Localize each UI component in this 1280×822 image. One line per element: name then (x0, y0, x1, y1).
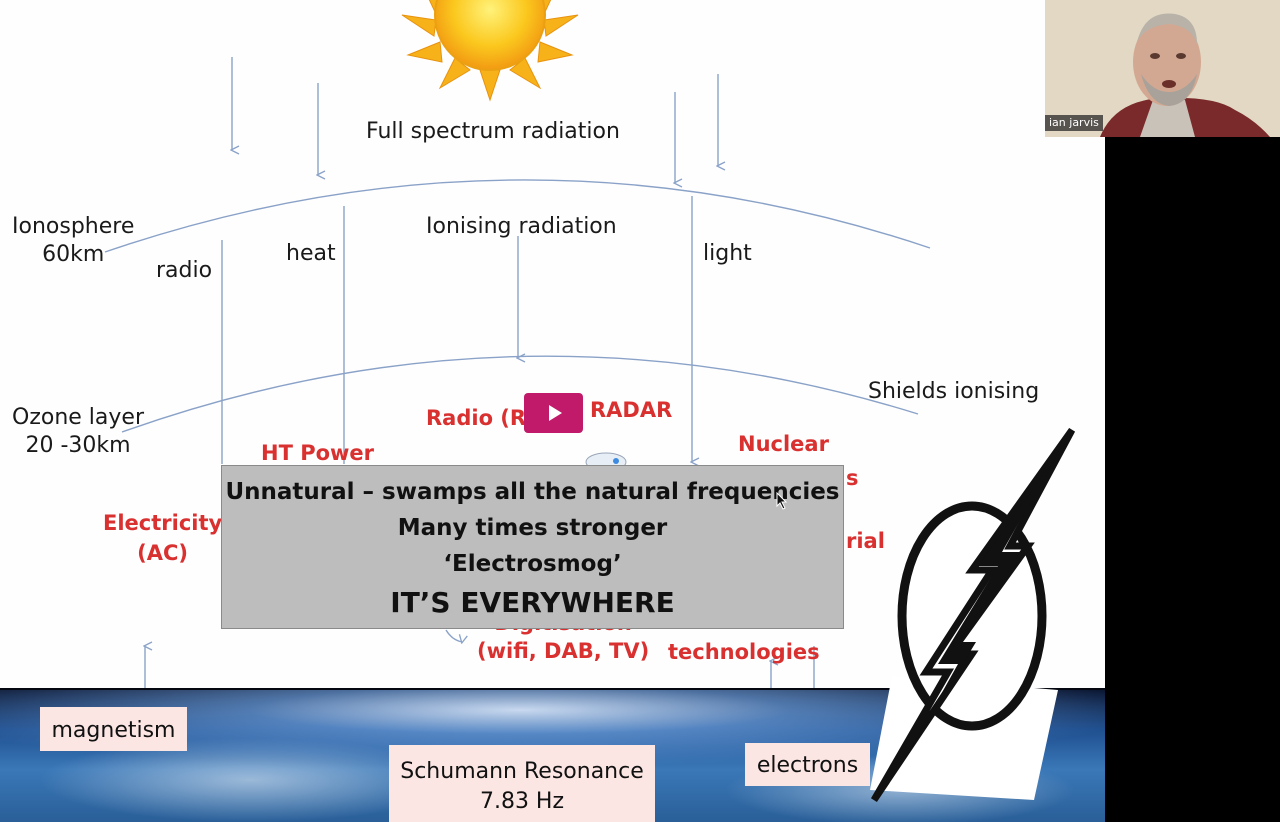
ozone-layer-label-name: Ozone layer (12, 405, 144, 430)
partial-label-s: s (846, 466, 859, 490)
radiation-diagram-lines (104, 57, 931, 700)
partial-label-rial: rial (846, 529, 885, 553)
heat-label: heat (286, 241, 336, 266)
schumann-resonance-label: Schumann Resonance 7.83 Hz (389, 745, 655, 822)
full-spectrum-label: Full spectrum radiation (366, 119, 620, 144)
radar-label: RADAR (590, 398, 673, 422)
radio-label: radio (156, 258, 213, 283)
light-label: light (703, 241, 752, 266)
ionosphere-label-altitude: 60km (42, 242, 105, 267)
ionosphere-label: Ionosphere 60km (12, 213, 134, 269)
lightning-bolt-icon (870, 428, 1076, 802)
overlay-line-stronger: Many times stronger (397, 515, 668, 541)
electricity-label-line2: (AC) (137, 541, 189, 565)
play-icon (549, 405, 562, 421)
overlay-line-everywhere: IT’S EVERYWHERE (390, 586, 675, 619)
digitisation-label-line2: (wifi, DAB, TV) (477, 639, 650, 663)
electricity-label-line1: Electricity (103, 511, 223, 535)
shields-ionising-label: Shields ionising (868, 379, 1040, 404)
sun-icon (401, 0, 579, 102)
magnetism-label: magnetism (40, 707, 187, 751)
ionosphere-label-name: Ionosphere (12, 214, 135, 239)
play-button[interactable] (524, 393, 583, 433)
ozone-layer-label: Ozone layer 20 -30km (12, 404, 144, 460)
ionising-radiation-label: Ionising radiation (426, 214, 617, 239)
nuclear-label: Nuclear (738, 432, 829, 456)
participant-avatar-icon (1045, 0, 1280, 137)
ht-power-label: HT Power (261, 441, 375, 465)
participant-video[interactable] (1045, 0, 1280, 137)
schumann-resonance-title: Schumann Resonance (400, 759, 644, 784)
ozone-layer-label-altitude: 20 -30km (25, 433, 131, 458)
schumann-resonance-frequency: 7.83 Hz (479, 789, 565, 814)
technologies-label: technologies (668, 640, 820, 664)
mouse-cursor-icon (776, 492, 788, 510)
overlay-line-electrosmog: ‘Electrosmog’ (443, 551, 622, 577)
participant-name-label: ian jarvis (1045, 115, 1103, 131)
presentation-slide: Full spectrum radiation Ionosphere 60km … (0, 0, 1105, 822)
caption-overlay: Unnatural – swamps all the natural frequ… (221, 465, 844, 629)
electrons-label: electrons (745, 743, 870, 786)
overlay-line-unnatural: Unnatural – swamps all the natural frequ… (225, 479, 840, 505)
electricity-label: Electricity (AC) (103, 508, 222, 568)
